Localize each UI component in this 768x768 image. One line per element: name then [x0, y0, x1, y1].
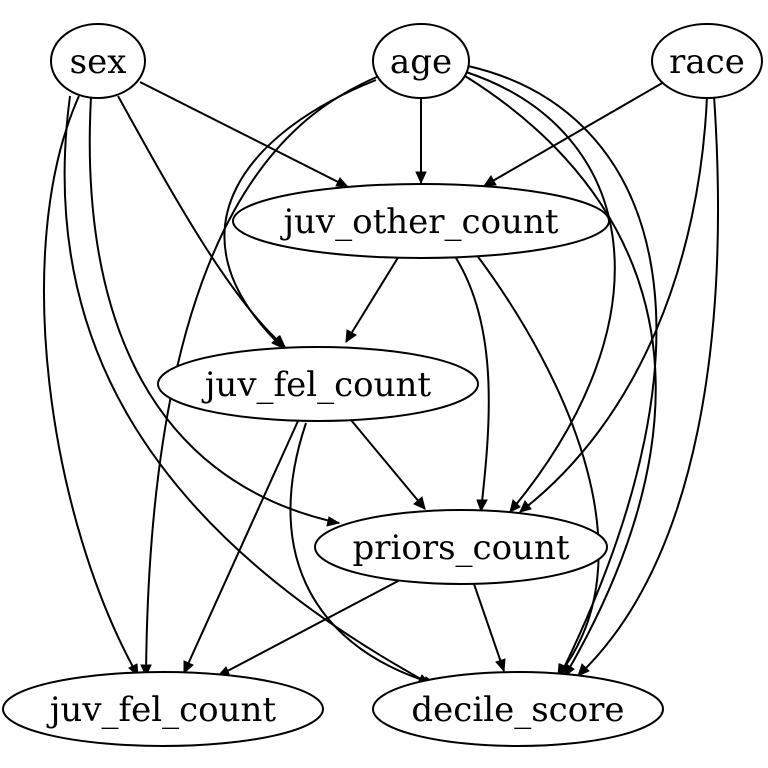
edge-race-decile-score: [577, 95, 719, 677]
edge-juv-other-count-decile-score: [475, 253, 600, 678]
svg-text:priors_count: priors_count: [352, 528, 569, 568]
node-race: race: [651, 23, 763, 99]
edge-age-priors-count: [465, 71, 616, 513]
edge-age-decile-score-2: [464, 75, 657, 678]
edge-juv-fel-count-mid-priors-count: [350, 419, 426, 510]
svg-text:sex: sex: [70, 42, 127, 82]
edge-priors-count-decile-score: [473, 583, 506, 673]
edge-race-juv-other-count: [482, 81, 665, 187]
node-juv-fel-count-mid: juv_fel_count: [157, 346, 479, 422]
svg-text:juv_fel_count: juv_fel_count: [201, 365, 432, 405]
edge-juv-other-count-juv-fel-count-mid: [345, 255, 400, 344]
edge-age-decile-score: [467, 65, 658, 678]
svg-text:age: age: [390, 42, 452, 82]
node-juv-fel-count-bottom: juv_fel_count: [2, 671, 324, 747]
node-age: age: [372, 23, 470, 99]
edge-juv-other-count-priors-count: [455, 257, 490, 513]
svg-text:race: race: [669, 42, 745, 82]
node-decile-score: decile_score: [372, 671, 664, 747]
edge-age-juv-fel-count-bottom: [140, 75, 380, 678]
node-sex: sex: [50, 23, 146, 99]
node-juv-other-count: juv_other_count: [232, 183, 610, 259]
svg-text:juv_fel_count: juv_fel_count: [46, 690, 277, 730]
svg-text:decile_score: decile_score: [411, 690, 624, 730]
node-priors-count: priors_count: [314, 509, 608, 585]
edge-sex-priors-count: [88, 96, 341, 527]
edge-age-juv-other-count: [415, 98, 427, 185]
edge-priors-count-juv-fel-count-bottom: [216, 579, 401, 677]
svg-text:juv_other_count: juv_other_count: [279, 202, 558, 242]
edge-sex-juv-other-count: [139, 81, 350, 188]
nodes: sex age race juv_other_count juv_fel_cou…: [2, 23, 763, 747]
edges: [43, 65, 719, 687]
edge-juv-fel-count-mid-juv-fel-count-bottom: [183, 420, 299, 675]
edge-race-priors-count: [519, 95, 708, 513]
